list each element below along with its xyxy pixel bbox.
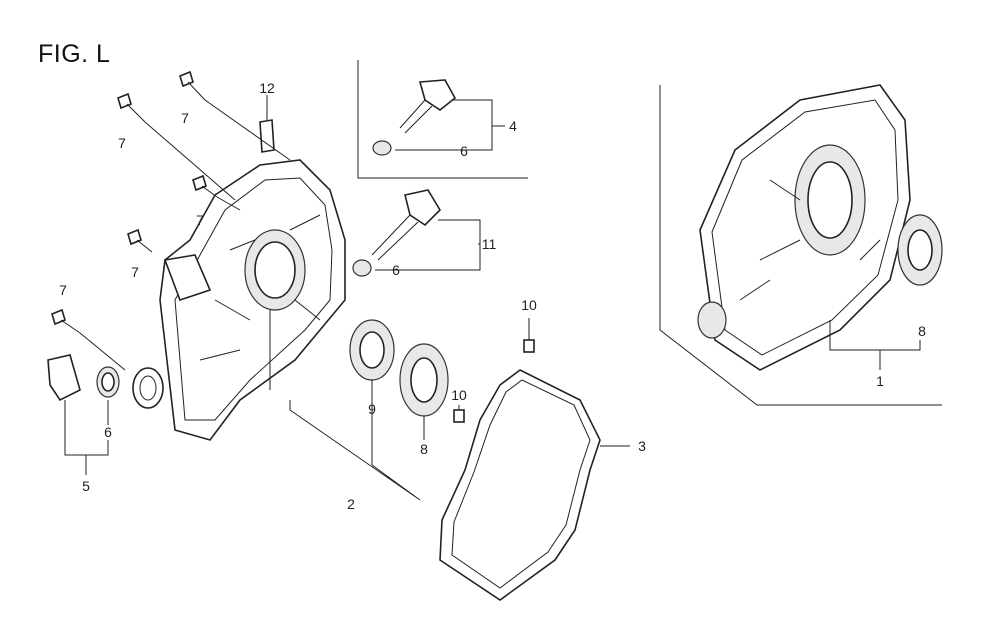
gasket-3 [439, 369, 601, 601]
oil-dipstick-11 [352, 189, 442, 277]
inset-frame-oil-fill [357, 60, 528, 179]
oil-seal [132, 367, 164, 409]
callout-5: 5 [82, 478, 90, 494]
callout-1: 1 [876, 373, 884, 389]
callout-11: 11 [481, 236, 497, 252]
callout-10: 10 [521, 297, 537, 313]
bracket-12 [259, 119, 275, 153]
callout-9: 9 [368, 401, 376, 417]
callout-12: 12 [259, 80, 275, 96]
callout-8: 8 [420, 441, 428, 457]
callout-8: 8 [918, 323, 926, 339]
callout-3: 3 [638, 438, 646, 454]
callout-10: 10 [451, 387, 467, 403]
callout-7: 7 [59, 282, 67, 298]
callout-4: 4 [509, 118, 517, 134]
callout-6: 6 [392, 262, 400, 278]
callout-7: 7 [181, 110, 189, 126]
dowel-pin [453, 409, 465, 423]
bolts [51, 70, 218, 334]
oil-dipstick-4 [372, 79, 457, 156]
callout-2: 2 [347, 496, 355, 512]
crankcase-assembly-1 [697, 84, 943, 371]
dowel-pin [523, 339, 535, 353]
callout-6: 6 [460, 143, 468, 159]
figure-title: FIG. L [38, 40, 111, 68]
callout-7: 7 [131, 264, 139, 280]
seal-cap-5 [47, 354, 81, 402]
callout-7: 7 [118, 135, 126, 151]
crankcase-cover [159, 159, 346, 441]
callout-6: 6 [104, 424, 112, 440]
callout-7: 7 [196, 212, 204, 228]
inset-frame-assembly [659, 85, 942, 406]
